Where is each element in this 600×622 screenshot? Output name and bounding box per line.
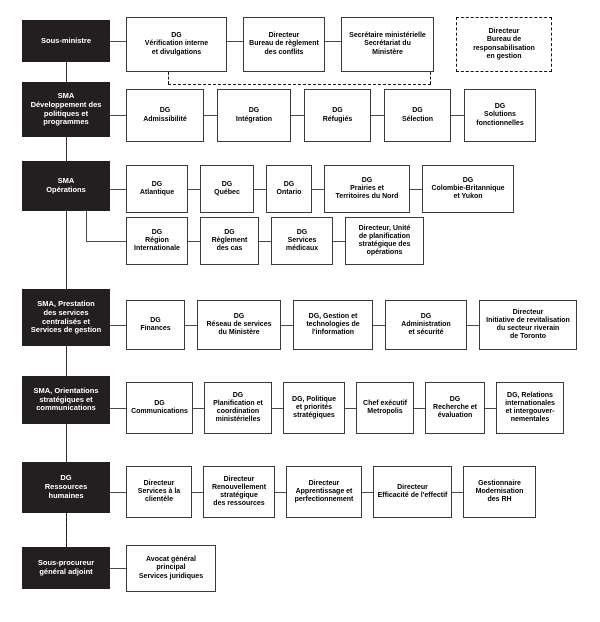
connector-r1-dashed-drop-left xyxy=(168,72,169,84)
leaf-box-gestionnaire-modernisation-rh[interactable]: Gestionnaire Modernisation des RH xyxy=(463,466,536,518)
leaf-box-administration-securite[interactable]: DG Administration et sécurité xyxy=(385,300,467,350)
connector-r2-c3-to-c4 xyxy=(451,115,464,117)
connector-r3b-c0-to-c1 xyxy=(188,241,200,243)
connector-r3-unit-to-c0 xyxy=(110,189,126,191)
unit-box-operations[interactable]: SMA Opérations xyxy=(22,161,110,211)
unit-box-sous-procureur-general-adjoint[interactable]: Sous-procureur général adjoint xyxy=(22,547,110,589)
connector-r2-unit-to-c0 xyxy=(110,115,126,117)
connector-r5-c0-to-c1 xyxy=(193,408,204,410)
unit-box-ressources-humaines[interactable]: DG Ressources humaines xyxy=(22,462,110,513)
leaf-box-relations-internationales-intergouvernementales[interactable]: DG, Relations internationales et intergo… xyxy=(496,382,564,434)
leaf-box-politique-priorites-strategiques[interactable]: DG, Politique et priorités stratégiques xyxy=(283,382,345,434)
leaf-box-services-medicaux[interactable]: DG Services médicaux xyxy=(271,217,333,265)
connector-r5-c3-to-c4 xyxy=(414,408,425,410)
connector-r1-dashed-drop-right xyxy=(430,72,431,84)
leaf-box-reglement-des-cas[interactable]: DG Règlement des cas xyxy=(200,217,259,265)
connector-r1-c1-to-c2 xyxy=(325,41,341,43)
connector-r6-c0-to-c1 xyxy=(192,492,203,494)
connector-r4-c2-to-c3 xyxy=(373,325,385,327)
connector-r3-branch-drop xyxy=(86,211,88,242)
leaf-box-planification-strategique-operations[interactable]: Directeur, Unité de planification straté… xyxy=(345,217,424,265)
leaf-box-secretariat-ministere[interactable]: Secrétaire ministérielle Secrétariat du … xyxy=(341,17,434,72)
connector-r6-c2-to-c3 xyxy=(362,492,373,494)
leaf-box-gestion-technologies-information[interactable]: DG, Gestion et technologies de l'informa… xyxy=(293,300,373,350)
leaf-box-verification-interne[interactable]: DG Vérification interne et divulgations xyxy=(126,17,227,72)
connector-r3b-c1-to-c2 xyxy=(259,241,271,243)
connector-r5-c1-to-c2 xyxy=(272,408,283,410)
leaf-box-finances[interactable]: DG Finances xyxy=(126,300,185,350)
connector-r6-unit-to-c0 xyxy=(110,492,126,494)
leaf-box-revitalisation-secteur-riverain-toronto[interactable]: Directeur Initiative de revitalisation d… xyxy=(479,300,577,350)
connector-r1-unit-to-c0 xyxy=(110,41,126,43)
connector-r3-c3-to-c4 xyxy=(410,189,422,191)
unit-box-developpement-politiques[interactable]: SMA Développement des politiques et prog… xyxy=(22,82,110,137)
connector-r4-c3-to-c4 xyxy=(467,325,479,327)
connector-r4-c0-to-c1 xyxy=(185,325,197,327)
unit-box-orientations-strategiques[interactable]: SMA, Orientations stratégiques et commun… xyxy=(22,376,110,424)
connector-r5-c2-to-c3 xyxy=(345,408,356,410)
connector-r3b-c2-to-c3 xyxy=(333,241,345,243)
leaf-box-ontario[interactable]: DG Ontario xyxy=(266,165,312,213)
connector-dashed-to-sous-procureur xyxy=(65,513,67,547)
leaf-box-planification-coordination-ministerielles[interactable]: DG Planification et coordination ministé… xyxy=(204,382,272,434)
unit-box-sous-ministre[interactable]: Sous-ministre xyxy=(22,20,110,62)
leaf-box-selection[interactable]: DG Sélection xyxy=(384,89,451,142)
connector-r3-c2-to-c3 xyxy=(312,189,324,191)
leaf-box-prairies-territoires-nord[interactable]: DG Prairies et Territoires du Nord xyxy=(324,165,410,213)
leaf-box-chef-executif-metropolis[interactable]: Chef exécutif Metropolis xyxy=(356,382,414,434)
connector-r2-c1-to-c2 xyxy=(291,115,304,117)
leaf-box-region-internationale[interactable]: DG Région Internationale xyxy=(126,217,188,265)
leaf-box-colombie-britannique-yukon[interactable]: DG Colombie-Britannique et Yukon xyxy=(422,165,514,213)
leaf-box-recherche-evaluation[interactable]: DG Recherche et évaluation xyxy=(425,382,485,434)
leaf-box-reseau-services-ministere[interactable]: DG Réseau de services du Ministère xyxy=(197,300,281,350)
leaf-box-renouvellement-strategique-ressources[interactable]: Directeur Renouvellement stratégique des… xyxy=(203,466,275,518)
connector-r1-dashed-run xyxy=(168,83,431,85)
leaf-box-responsabilisation-gestion[interactable]: Directeur Bureau de responsabilisation e… xyxy=(456,17,552,72)
leaf-box-refugies[interactable]: DG Réfugiés xyxy=(304,89,371,142)
connector-r2-c0-to-c1 xyxy=(204,115,217,117)
connector-r3-c1-to-c2 xyxy=(254,189,266,191)
leaf-box-admissibilite[interactable]: DG Admissibilité xyxy=(126,89,204,142)
leaf-box-efficacite-effectif[interactable]: Directeur Efficacité de l'effectif xyxy=(373,466,452,518)
connector-r5-unit-to-c0 xyxy=(110,408,126,410)
connector-r4-unit-to-c0 xyxy=(110,325,126,327)
leaf-box-services-clientele[interactable]: Directeur Services à la clientèle xyxy=(126,466,192,518)
connector-r4-c1-to-c2 xyxy=(281,325,293,327)
connector-r1-c0-to-c1 xyxy=(227,41,243,43)
connector-r5-c4-to-c5 xyxy=(485,408,496,410)
connector-r6-c3-to-c4 xyxy=(452,492,463,494)
unit-box-prestation-services[interactable]: SMA, Prestation des services centralisés… xyxy=(22,289,110,346)
leaf-box-avocat-general-principal[interactable]: Avocat général principal Services juridi… xyxy=(126,545,216,592)
leaf-box-reglement-conflits[interactable]: Directeur Bureau de règlement des confli… xyxy=(243,17,325,72)
connector-r2-c2-to-c3 xyxy=(371,115,384,117)
connector-r3-branch-run xyxy=(86,241,126,243)
leaf-box-atlantique[interactable]: DG Atlantique xyxy=(126,165,188,213)
leaf-box-apprentissage-perfectionnement[interactable]: Directeur Apprentissage et perfectionnem… xyxy=(286,466,362,518)
leaf-box-solutions-fonctionnelles[interactable]: DG Solutions fonctionnelles xyxy=(464,89,536,142)
connector-r6-c1-to-c2 xyxy=(275,492,286,494)
connector-r7-unit-to-c0 xyxy=(110,568,126,570)
leaf-box-integration[interactable]: DG Intégration xyxy=(217,89,291,142)
leaf-box-communications[interactable]: DG Communications xyxy=(126,382,193,434)
leaf-box-quebec[interactable]: DG Québec xyxy=(200,165,254,213)
connector-r3-c0-to-c1 xyxy=(188,189,200,191)
